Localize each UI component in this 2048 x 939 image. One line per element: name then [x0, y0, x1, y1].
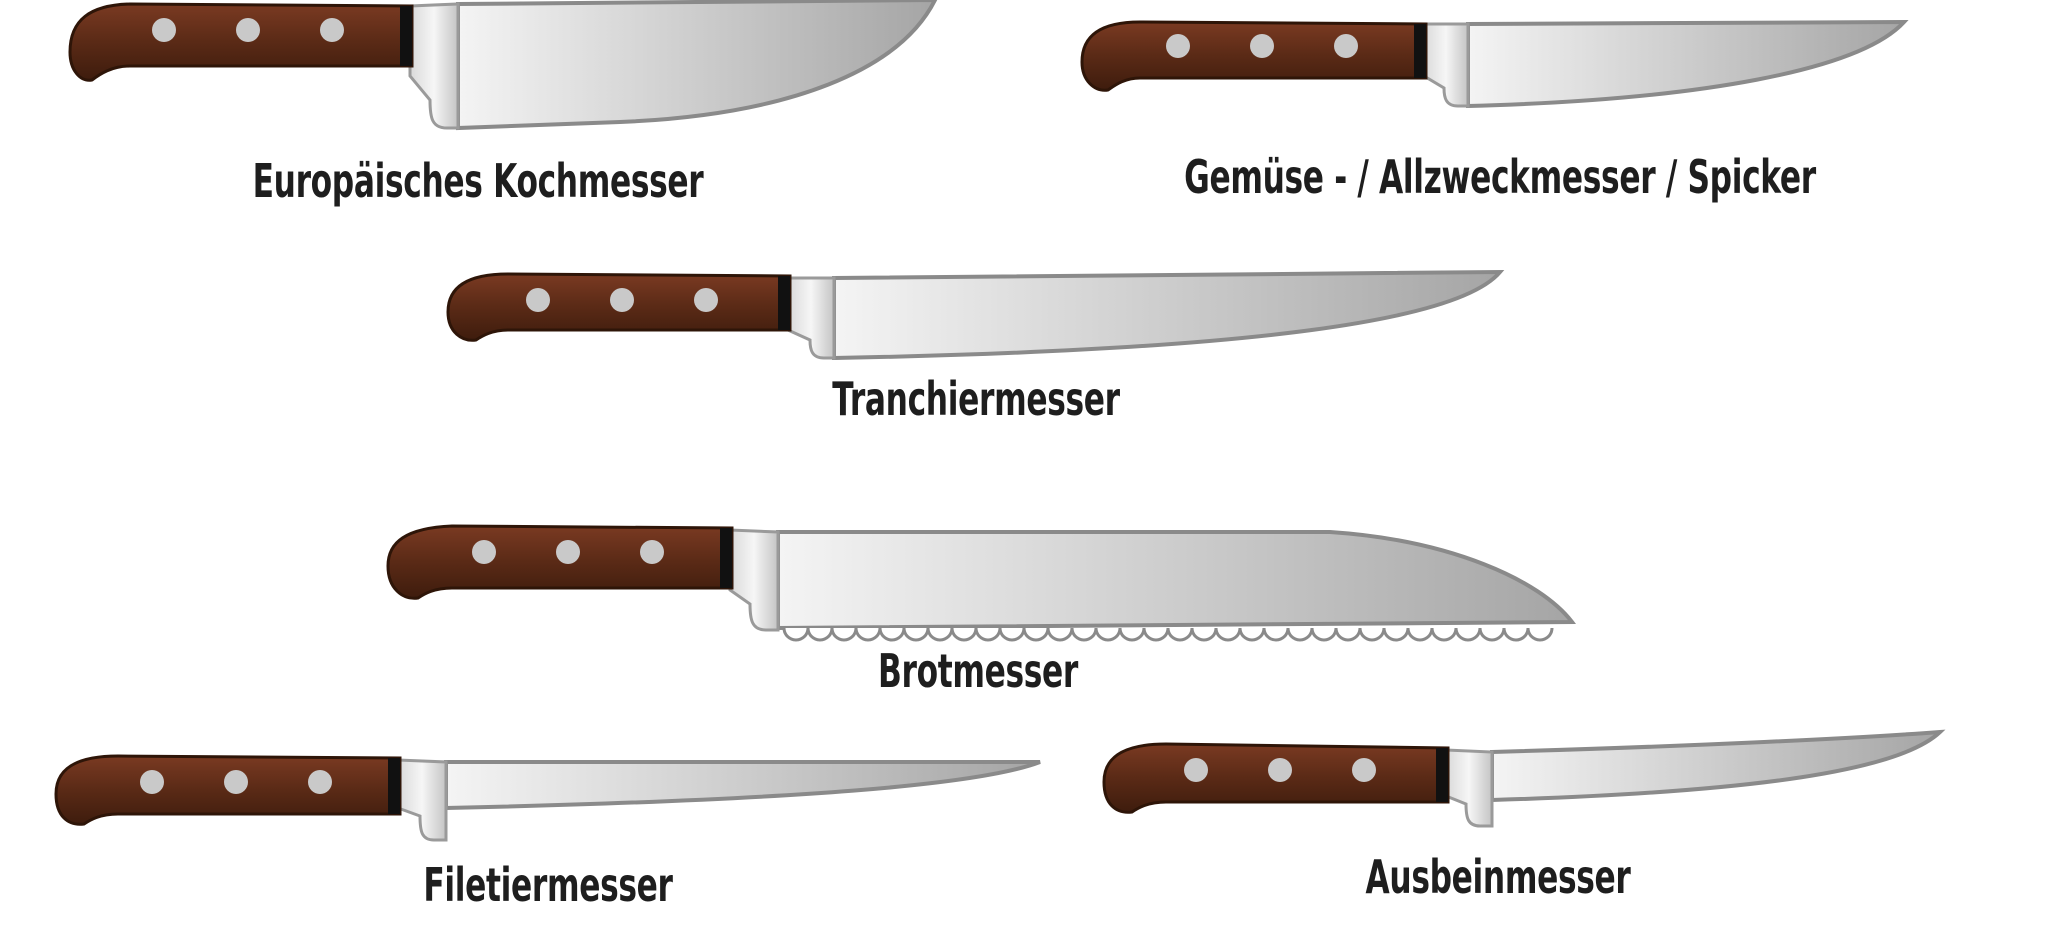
rivet — [152, 18, 176, 42]
rivet — [308, 770, 332, 794]
handle — [68, 2, 414, 82]
rivet — [1166, 34, 1190, 58]
serration-tooth — [1190, 627, 1218, 642]
bolster — [1444, 748, 1494, 828]
label-utility: Gemüse - / Allzweckmesser / Spicker — [1184, 150, 1816, 204]
serration-tooth — [806, 627, 834, 642]
serration-tooth — [1214, 627, 1242, 642]
blade — [1466, 19, 1909, 109]
rivet — [236, 18, 260, 42]
rivet — [320, 18, 344, 42]
label-carving: Tranchiermesser — [832, 372, 1120, 426]
bolster — [408, 2, 460, 130]
rivet — [472, 540, 496, 564]
label-chef: Europäisches Kochmesser — [252, 154, 704, 208]
bolster-ring — [388, 758, 400, 814]
knife-boning — [1102, 729, 1946, 828]
serration-tooth — [1286, 627, 1314, 642]
handle — [1080, 20, 1428, 92]
label-boning: Ausbeinmesser — [1365, 850, 1631, 904]
rivet — [1184, 758, 1208, 782]
serration-tooth — [878, 627, 906, 642]
serration-tooth — [1502, 627, 1530, 642]
knife-utility — [1080, 19, 1909, 109]
bolster — [396, 758, 448, 842]
serration-tooth — [1070, 627, 1098, 642]
bolster — [728, 528, 780, 632]
bolster-ring — [778, 276, 790, 330]
serration-tooth — [1262, 627, 1290, 642]
handle — [386, 524, 734, 600]
serration-tooth — [1166, 627, 1194, 642]
rivet — [610, 288, 634, 312]
serration-tooth — [1478, 627, 1506, 642]
serration-tooth — [1454, 627, 1482, 642]
serration-tooth — [1022, 627, 1050, 642]
serration-tooth — [1118, 627, 1146, 642]
blade — [776, 530, 1577, 631]
serration-tooth — [1382, 627, 1410, 642]
serration-tooth — [1406, 627, 1434, 642]
serration-tooth — [1430, 627, 1458, 642]
knife-carving — [446, 269, 1505, 361]
rivet — [640, 540, 664, 564]
serration-tooth — [830, 627, 858, 642]
label-bread: Brotmesser — [877, 644, 1079, 698]
rivet — [1250, 34, 1274, 58]
serration-tooth — [854, 627, 882, 642]
bolster-ring — [720, 528, 732, 588]
bolster-ring — [1414, 24, 1426, 78]
rivet — [694, 288, 718, 312]
rivet — [556, 540, 580, 564]
bolster — [786, 276, 836, 360]
blade — [832, 269, 1505, 361]
knife-chef — [68, 0, 938, 131]
serrated-edge — [782, 627, 1554, 642]
serration-tooth — [950, 627, 978, 642]
knife-fillet — [54, 754, 1041, 842]
bolster — [1422, 22, 1470, 108]
rivet — [224, 770, 248, 794]
knife-bread — [386, 524, 1577, 642]
serration-tooth — [782, 627, 810, 642]
serration-tooth — [998, 627, 1026, 642]
serration-tooth — [1310, 627, 1338, 642]
rivet — [1268, 758, 1292, 782]
label-fillet: Filetiermesser — [423, 858, 673, 912]
serration-tooth — [1358, 627, 1386, 642]
rivet — [1334, 34, 1358, 58]
rivet — [140, 770, 164, 794]
rivet — [1352, 758, 1376, 782]
serration-tooth — [1238, 627, 1266, 642]
serration-tooth — [1046, 627, 1074, 642]
serration-tooth — [1334, 627, 1362, 642]
bolster-ring — [400, 6, 412, 66]
blade — [456, 0, 938, 131]
blade — [1490, 729, 1946, 803]
blade — [444, 760, 1041, 811]
serration-tooth — [974, 627, 1002, 642]
serration-tooth — [926, 627, 954, 642]
rivet — [526, 288, 550, 312]
serration-tooth — [1526, 627, 1554, 642]
serration-tooth — [1094, 627, 1122, 642]
serration-tooth — [902, 627, 930, 642]
serration-tooth — [1142, 627, 1170, 642]
bolster-ring — [1436, 748, 1448, 802]
